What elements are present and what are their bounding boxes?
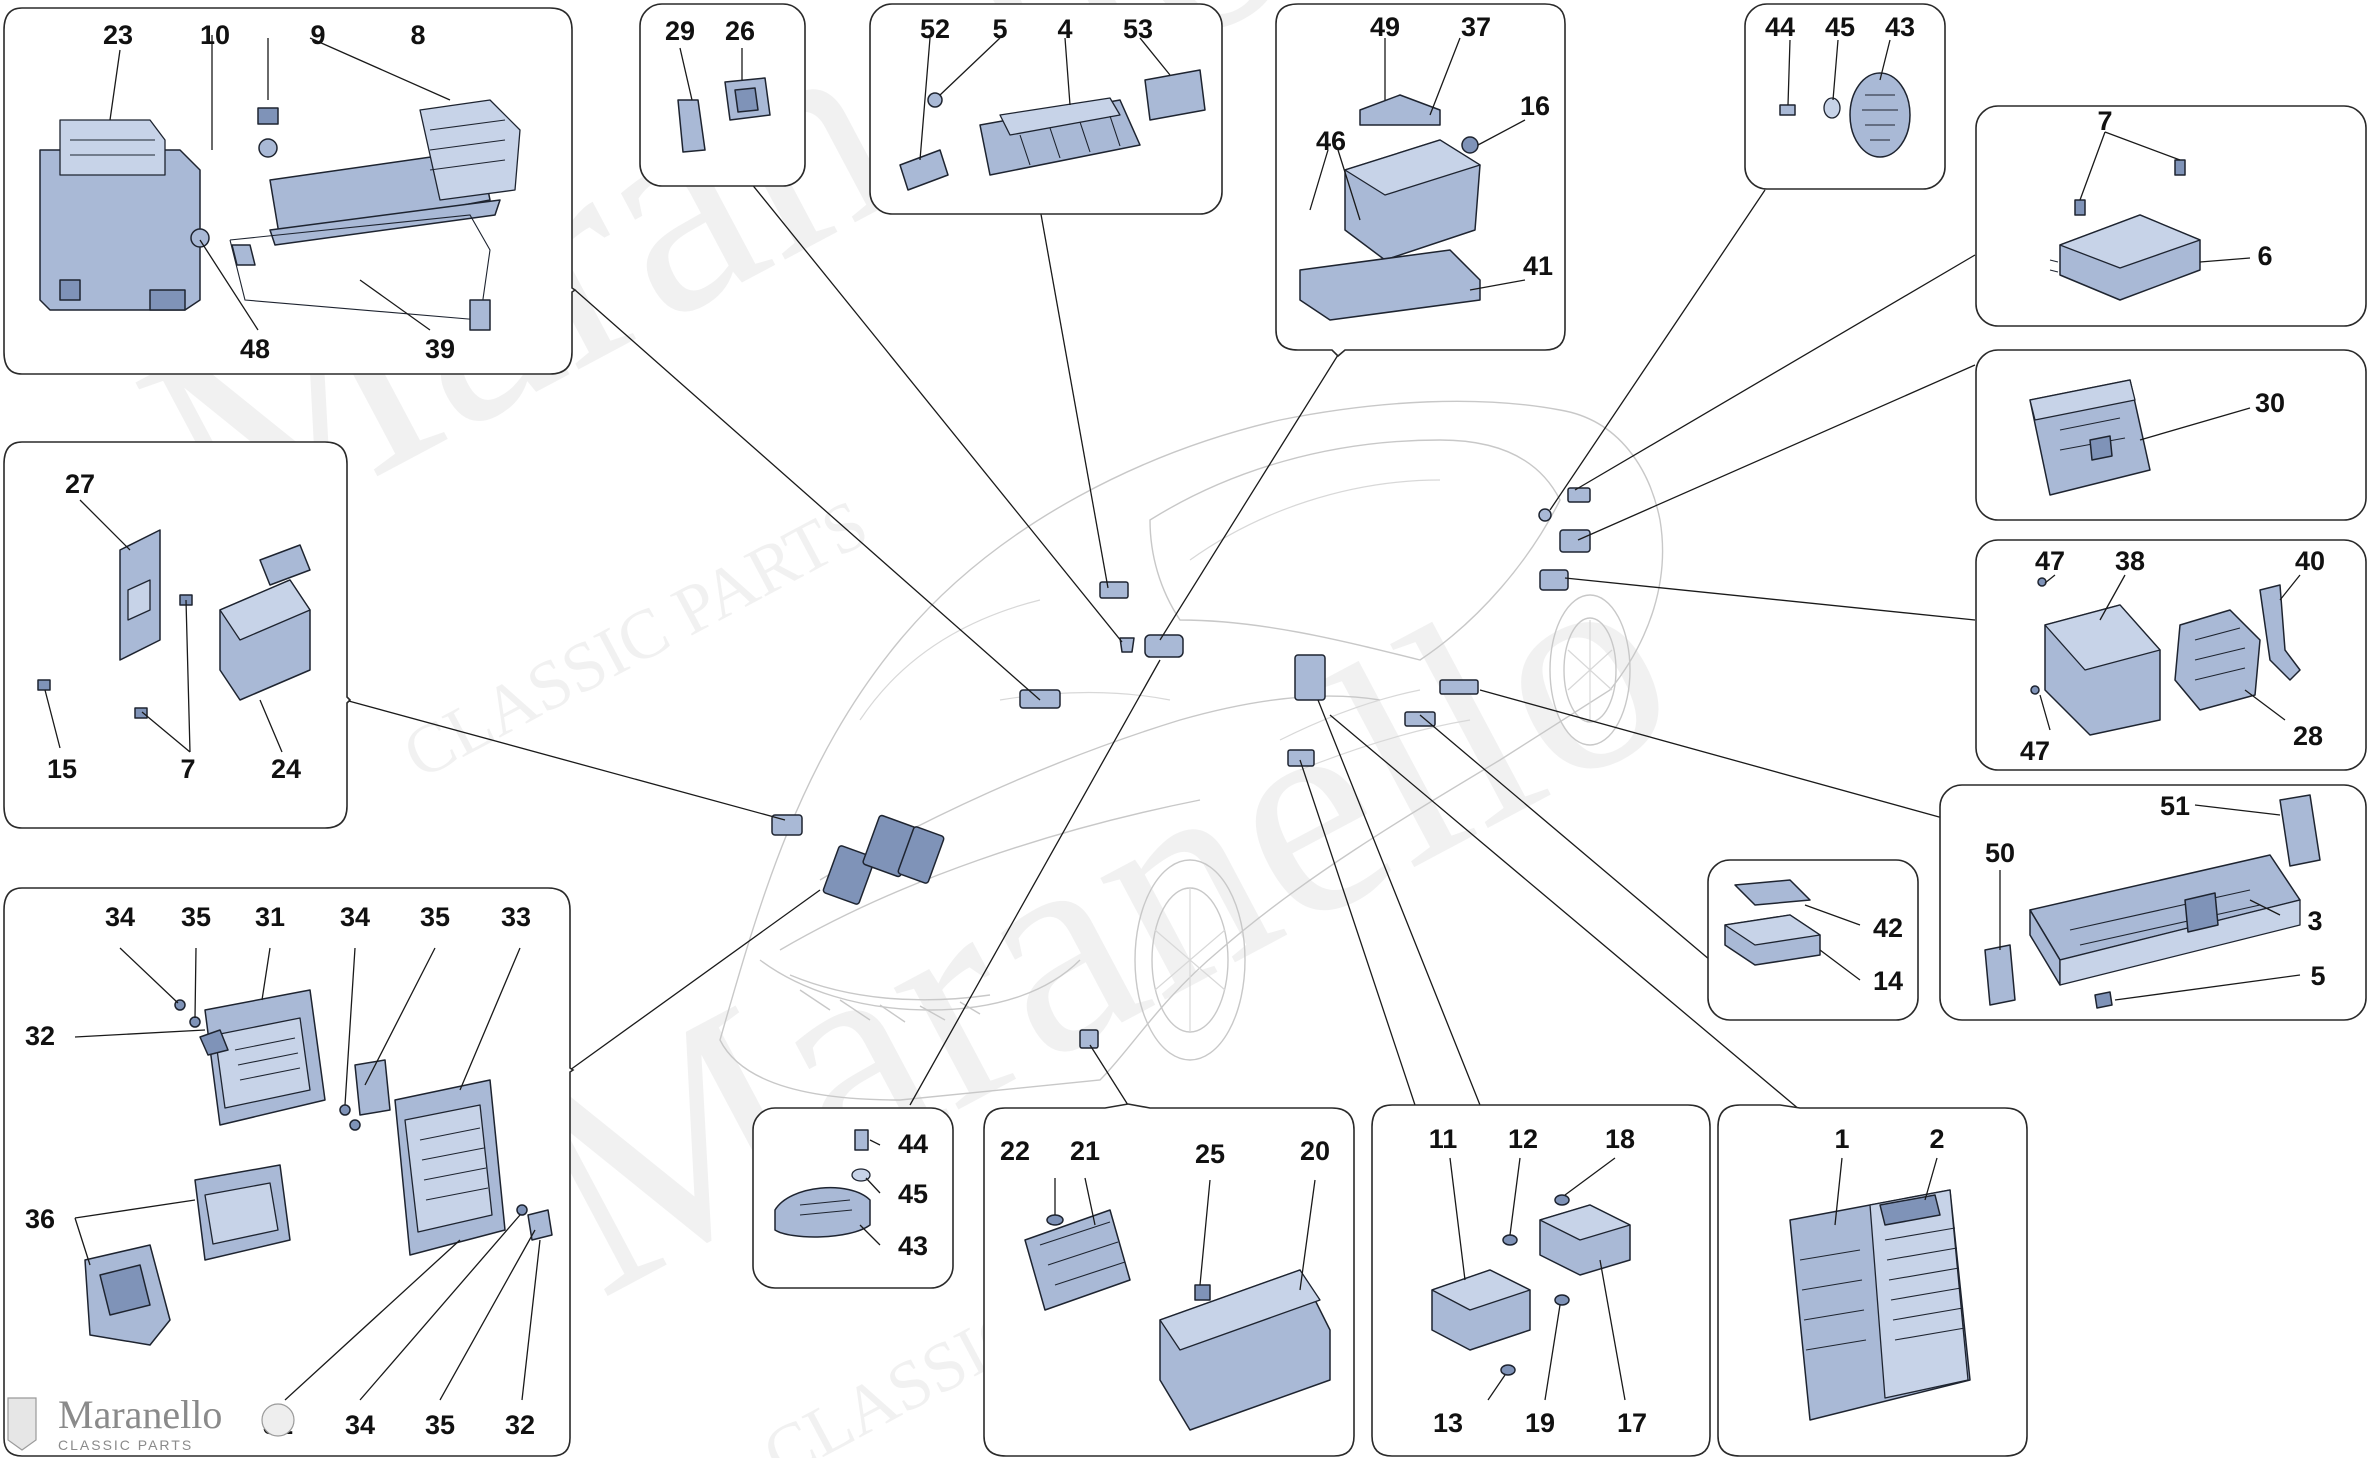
callout-15: 15 <box>47 754 77 784</box>
callout-25: 25 <box>1195 1139 1225 1169</box>
callout-34-b: 34 <box>340 902 370 932</box>
callout-35-a: 35 <box>181 902 211 932</box>
callout-23: 23 <box>103 20 133 50</box>
callout-17: 17 <box>1617 1408 1647 1438</box>
callout-18: 18 <box>1605 1124 1635 1154</box>
callout-5-b: 5 <box>2310 961 2325 991</box>
maranello-logo: Maranello CLASSIC PARTS <box>7 1392 295 1453</box>
box-l-engine-ecu-group: 34 35 31 34 35 33 32 36 31 34 35 32 <box>3 887 575 1457</box>
callout-21: 21 <box>1070 1136 1100 1166</box>
box-f-small-module: 7 6 <box>1975 105 2367 327</box>
emblem-icon <box>261 1403 295 1437</box>
callout-35-b: 35 <box>420 902 450 932</box>
callout-37: 37 <box>1461 12 1491 42</box>
callout-45: 45 <box>1825 12 1855 42</box>
callout-13: 13 <box>1433 1408 1463 1438</box>
callout-14: 14 <box>1873 966 1903 996</box>
car-mounted-parts <box>771 487 1591 1049</box>
callout-36: 36 <box>25 1204 55 1234</box>
box-d-airbag-ecu: 49 37 16 46 41 <box>1275 3 1566 358</box>
box-b-small-brackets: 29 26 <box>639 3 806 187</box>
callout-3: 3 <box>2307 906 2322 936</box>
callout-2: 2 <box>1929 1124 1944 1154</box>
callout-39: 39 <box>425 334 455 364</box>
box-e-speaker: 44 45 43 <box>1744 3 1946 190</box>
callout-33: 33 <box>501 902 531 932</box>
box-i-control-panel: 51 50 3 5 <box>1939 784 2367 1021</box>
callout-4: 4 <box>1057 14 1072 44</box>
logo-brand: Maranello <box>58 1392 222 1437</box>
callout-47-a: 47 <box>2035 546 2065 576</box>
callout-43: 43 <box>1885 12 1915 42</box>
callout-24: 24 <box>271 754 301 784</box>
callout-9: 9 <box>310 20 325 50</box>
callout-40: 40 <box>2295 546 2325 576</box>
box-a-ecu-assembly: 23 10 9 8 48 39 <box>3 7 577 375</box>
callout-11: 11 <box>1429 1124 1458 1154</box>
box-p-fusebox: 1 2 <box>1717 1104 2028 1457</box>
callout-50: 50 <box>1985 838 2015 868</box>
box-n-cover-module: 22 21 25 20 <box>983 1103 1355 1457</box>
callout-43-b: 43 <box>898 1231 928 1261</box>
callout-16: 16 <box>1520 91 1550 121</box>
callout-53: 53 <box>1123 14 1153 44</box>
box-m-speaker: 44 45 43 <box>752 1107 954 1289</box>
callout-30: 30 <box>2255 388 2285 418</box>
callout-6: 6 <box>2257 241 2272 271</box>
callout-20: 20 <box>1300 1136 1330 1166</box>
callout-19: 19 <box>1525 1408 1555 1438</box>
callout-7: 7 <box>2097 106 2112 136</box>
callout-41: 41 <box>1523 251 1553 281</box>
callout-27: 27 <box>65 469 95 499</box>
callout-7-b: 7 <box>180 754 195 784</box>
box-k-bracket-ecu: 27 15 7 24 <box>3 441 352 829</box>
callout-46: 46 <box>1316 126 1346 156</box>
callout-49: 49 <box>1370 12 1400 42</box>
callout-1: 1 <box>1834 1124 1849 1154</box>
callout-10: 10 <box>200 20 230 50</box>
callout-35-c: 35 <box>425 1410 455 1440</box>
box-c-switch-module: 52 5 4 53 <box>869 3 1223 215</box>
callout-44-b: 44 <box>898 1129 928 1159</box>
callout-47-b: 47 <box>2020 736 2050 766</box>
box-h-bracket-module: 47 38 40 47 28 <box>1975 539 2367 771</box>
box-o-sensor-modules: 11 12 18 13 19 17 <box>1371 1104 1711 1457</box>
box-j-bracket-pad: 42 14 <box>1707 859 1919 1021</box>
callout-26: 26 <box>725 16 755 46</box>
callout-44: 44 <box>1765 12 1795 42</box>
callout-5: 5 <box>992 14 1007 44</box>
callout-29: 29 <box>665 16 695 46</box>
callout-32-a: 32 <box>25 1021 55 1051</box>
callout-42: 42 <box>1873 913 1903 943</box>
callout-32-b: 32 <box>505 1410 535 1440</box>
callout-22: 22 <box>1000 1136 1030 1166</box>
callout-52: 52 <box>920 14 950 44</box>
box-g-ecu-30: 30 <box>1975 349 2367 521</box>
prancing-horse-shield-icon <box>7 1397 37 1451</box>
callout-12: 12 <box>1508 1124 1538 1154</box>
callout-31-a: 31 <box>255 902 285 932</box>
callout-34-c: 34 <box>345 1410 375 1440</box>
callout-45-b: 45 <box>898 1179 928 1209</box>
callout-34-a: 34 <box>105 902 135 932</box>
callout-48: 48 <box>240 334 270 364</box>
callout-28: 28 <box>2293 721 2323 751</box>
callout-51: 51 <box>2160 791 2190 821</box>
callout-38: 38 <box>2115 546 2145 576</box>
leader-lines <box>344 119 1976 1111</box>
car-outline <box>719 400 1664 1101</box>
callout-8: 8 <box>410 20 425 50</box>
watermark-tagline-1: CLASSIC PARTS <box>391 485 880 794</box>
logo-tagline: CLASSIC PARTS <box>58 1437 193 1453</box>
